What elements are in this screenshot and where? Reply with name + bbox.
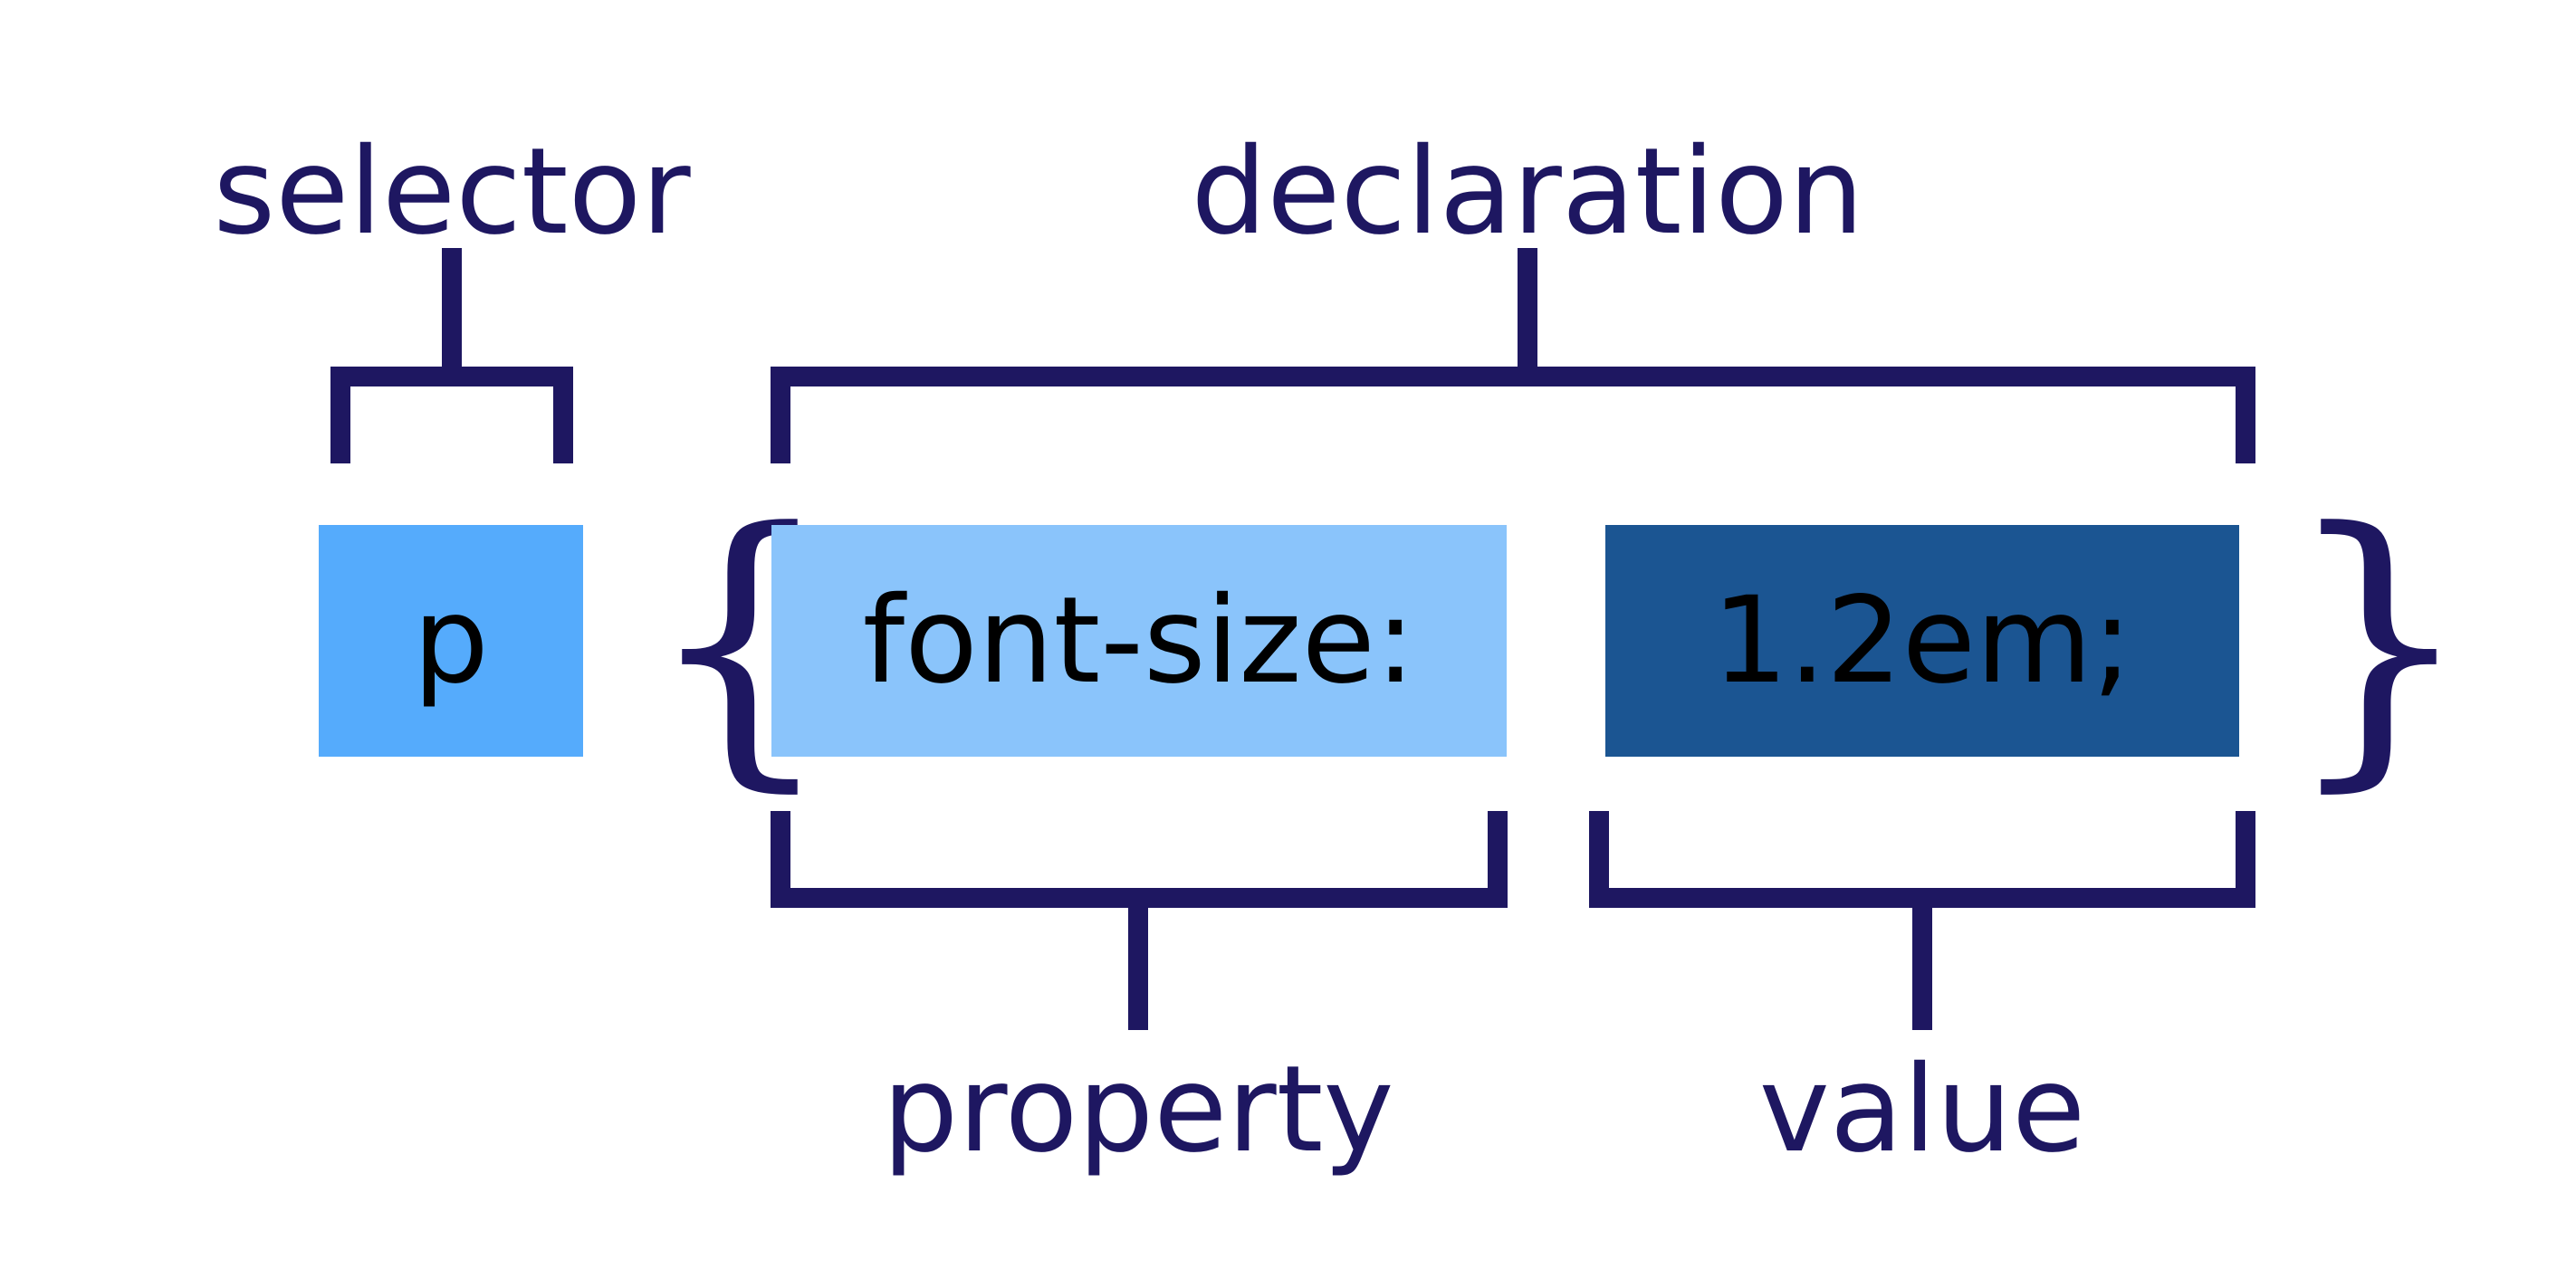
open-brace: { — [645, 469, 835, 816]
declaration-label: declaration — [1191, 122, 1864, 262]
value-code: 1.2em; — [1711, 571, 2133, 711]
selector-bracket — [330, 367, 573, 463]
property-bracket — [771, 811, 1508, 908]
selector-label: selector — [213, 122, 691, 262]
property-label: property — [882, 1040, 1394, 1179]
declaration-bracket — [771, 367, 2255, 463]
property-box: font-size: — [771, 525, 1507, 757]
selector-box: p — [319, 525, 583, 757]
property-code: font-size: — [862, 571, 1416, 711]
value-label: value — [1758, 1040, 2086, 1179]
selector-code: p — [413, 571, 489, 711]
value-box: 1.2em; — [1605, 525, 2239, 757]
value-bracket — [1589, 811, 2255, 908]
close-brace: } — [2284, 469, 2474, 816]
